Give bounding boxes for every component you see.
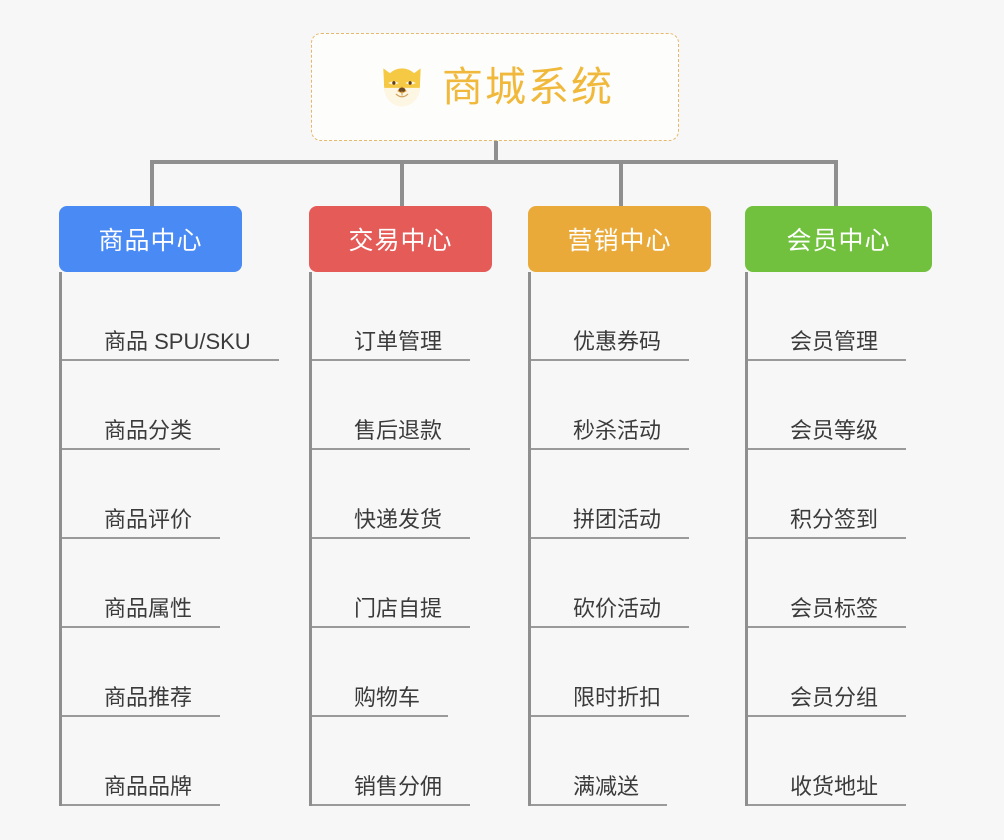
list-item[interactable]: 商品品牌 bbox=[62, 717, 242, 806]
branch-column-3: 营销中心 优惠券码 秒杀活动 拼团活动 砍价活动 限时折扣 满减送 bbox=[528, 206, 711, 806]
branch-header-label: 营销中心 bbox=[567, 227, 672, 255]
list-item-label: 会员分组 bbox=[790, 684, 879, 710]
list-item-label: 拼团活动 bbox=[573, 506, 662, 532]
list-item[interactable]: 商品 SPU/SKU bbox=[62, 272, 279, 361]
branch-header-label: 交易中心 bbox=[348, 227, 453, 255]
connector-drop-4 bbox=[834, 160, 838, 208]
branch-items-2: 订单管理 售后退款 快递发货 门店自提 购物车 销售分佣 bbox=[309, 272, 492, 806]
list-item[interactable]: 商品属性 bbox=[62, 539, 242, 628]
root-title: 商城系统 bbox=[442, 63, 614, 110]
branch-items-4: 会员管理 会员等级 积分签到 会员标签 会员分组 收货地址 bbox=[745, 272, 932, 806]
connector-horizontal-bus bbox=[150, 160, 838, 164]
list-item[interactable]: 砍价活动 bbox=[531, 539, 711, 628]
branch-header-1[interactable]: 商品中心 bbox=[59, 206, 242, 272]
shiba-inu-dog-face-icon bbox=[383, 68, 421, 107]
list-item-label: 积分签到 bbox=[790, 506, 879, 532]
connector-drop-3 bbox=[619, 160, 623, 208]
branch-column-4: 会员中心 会员管理 会员等级 积分签到 会员标签 会员分组 收货地址 bbox=[745, 206, 932, 806]
list-item-label: 订单管理 bbox=[354, 328, 443, 354]
list-item[interactable]: 订单管理 bbox=[312, 272, 492, 361]
list-item-label: 售后退款 bbox=[354, 417, 443, 443]
list-item-label: 门店自提 bbox=[354, 595, 443, 621]
connector-drop-1 bbox=[150, 160, 154, 208]
branch-column-1: 商品中心 商品 SPU/SKU 商品分类 商品评价 商品属性 商品推荐 商品品牌 bbox=[59, 206, 279, 806]
list-item-label: 商品评价 bbox=[104, 506, 193, 532]
list-item[interactable]: 商品评价 bbox=[62, 450, 242, 539]
list-item[interactable]: 会员标签 bbox=[748, 539, 932, 628]
list-item[interactable]: 门店自提 bbox=[312, 539, 492, 628]
list-item-label: 砍价活动 bbox=[573, 595, 662, 621]
list-item[interactable]: 商品推荐 bbox=[62, 628, 242, 717]
list-item-label: 购物车 bbox=[354, 684, 421, 710]
list-item[interactable]: 会员管理 bbox=[748, 272, 932, 361]
list-item[interactable]: 售后退款 bbox=[312, 361, 492, 450]
list-item-label: 优惠券码 bbox=[573, 328, 662, 354]
list-item[interactable]: 积分签到 bbox=[748, 450, 932, 539]
list-item-label: 商品分类 bbox=[104, 417, 193, 443]
list-item-label: 限时折扣 bbox=[573, 684, 662, 710]
list-item[interactable]: 秒杀活动 bbox=[531, 361, 711, 450]
list-item-label: 商品 SPU/SKU bbox=[104, 328, 251, 354]
list-item-label: 会员标签 bbox=[790, 595, 879, 621]
branch-header-4[interactable]: 会员中心 bbox=[745, 206, 932, 272]
list-item-label: 商品推荐 bbox=[104, 684, 193, 710]
list-item[interactable]: 拼团活动 bbox=[531, 450, 711, 539]
branch-header-2[interactable]: 交易中心 bbox=[309, 206, 492, 272]
list-item-label: 商品属性 bbox=[104, 595, 193, 621]
list-item[interactable]: 购物车 bbox=[312, 628, 492, 717]
connector-root-stem bbox=[494, 141, 498, 163]
list-item[interactable]: 收货地址 bbox=[748, 717, 932, 806]
list-item[interactable]: 销售分佣 bbox=[312, 717, 492, 806]
branch-items-1: 商品 SPU/SKU 商品分类 商品评价 商品属性 商品推荐 商品品牌 bbox=[59, 272, 279, 806]
list-item-label: 收货地址 bbox=[790, 773, 879, 799]
branch-header-label: 会员中心 bbox=[786, 227, 891, 255]
branch-items-3: 优惠券码 秒杀活动 拼团活动 砍价活动 限时折扣 满减送 bbox=[528, 272, 711, 806]
list-item[interactable]: 限时折扣 bbox=[531, 628, 711, 717]
connector-drop-2 bbox=[400, 160, 404, 208]
list-item[interactable]: 会员等级 bbox=[748, 361, 932, 450]
list-item[interactable]: 优惠券码 bbox=[531, 272, 711, 361]
list-item-label: 商品品牌 bbox=[104, 773, 193, 799]
list-item-label: 满减送 bbox=[573, 773, 640, 799]
list-item[interactable]: 商品分类 bbox=[62, 361, 242, 450]
root-node[interactable]: 商城系统 bbox=[311, 33, 679, 141]
list-item[interactable]: 快递发货 bbox=[312, 450, 492, 539]
list-item[interactable]: 会员分组 bbox=[748, 628, 932, 717]
list-item-label: 快递发货 bbox=[354, 506, 443, 532]
list-item-label: 销售分佣 bbox=[354, 773, 443, 799]
list-item-label: 会员等级 bbox=[790, 417, 879, 443]
list-item-label: 秒杀活动 bbox=[573, 417, 662, 443]
list-item[interactable]: 满减送 bbox=[531, 717, 711, 806]
list-item-label: 会员管理 bbox=[790, 328, 879, 354]
branch-column-2: 交易中心 订单管理 售后退款 快递发货 门店自提 购物车 销售分佣 bbox=[309, 206, 492, 806]
branch-header-3[interactable]: 营销中心 bbox=[528, 206, 711, 272]
branch-header-label: 商品中心 bbox=[98, 227, 203, 255]
